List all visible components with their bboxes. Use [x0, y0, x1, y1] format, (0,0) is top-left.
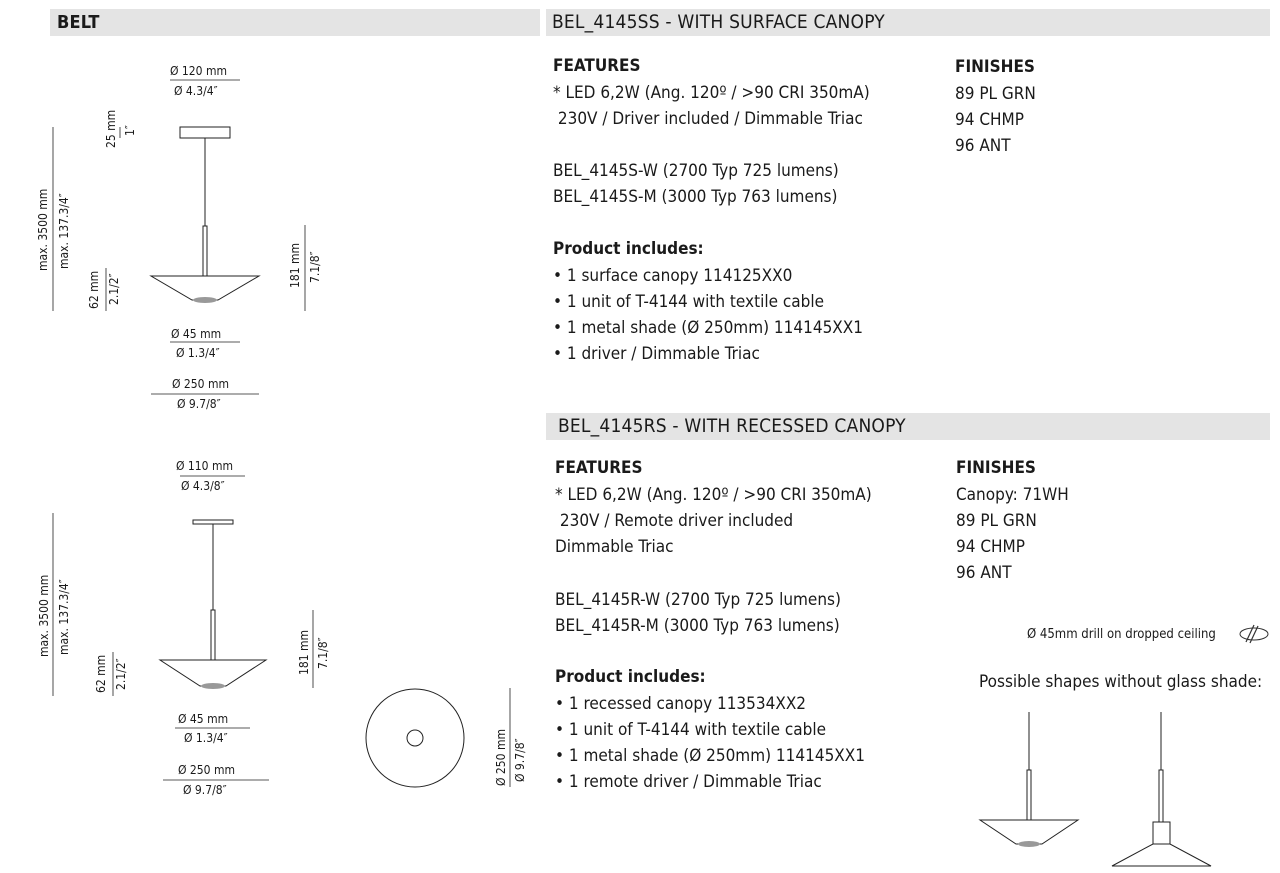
header-bar-recessed [546, 413, 1270, 440]
recessed-finish: Canopy: 71WH [956, 485, 1069, 505]
recessed-hole-dim-in: Ø 1.3/4″ [184, 731, 228, 745]
recessed-version: BEL_4145R-M (3000 Typ 763 lumens) [555, 616, 840, 636]
surface-canopy-height-mm: 25 mm [104, 109, 118, 148]
surface-shade-dim-mm: Ø 250 mm [172, 377, 229, 391]
recessed-include-item: • 1 recessed canopy 113534XX2 [555, 694, 807, 714]
recessed-finishes-heading: FINISHES [956, 458, 1036, 478]
surface-finishes-heading: FINISHES [955, 57, 1035, 77]
header-bar-right [546, 9, 1270, 36]
surface-include-item: • 1 driver / Dimmable Triac [553, 344, 760, 364]
recessed-body-height-in: 7.1/8″ [316, 637, 330, 669]
topview-dim-in: Ø 9.7/8″ [513, 738, 527, 782]
recessed-max-length-mm: max. 3500 mm [37, 574, 51, 657]
recessed-shade-height-mm: 62 mm [94, 654, 108, 693]
recessed-shade-height-in: 2.1/2″ [114, 658, 128, 690]
recessed-feature-line: * LED 6,2W (Ang. 120º / >90 CRI 350mA) [555, 485, 872, 505]
surface-include-item: • 1 surface canopy 114125XX0 [553, 266, 793, 286]
recessed-hole-dim-mm: Ø 45 mm [178, 712, 229, 726]
recessed-version: BEL_4145R-W (2700 Typ 725 lumens) [555, 590, 841, 610]
surface-shade-dim-in: Ø 9.7/8″ [177, 397, 221, 411]
shapes-note: Possible shapes without glass shade: [979, 672, 1263, 692]
recessed-features-heading: FEATURES [555, 458, 643, 478]
surface-feature-line: * LED 6,2W (Ang. 120º / >90 CRI 350mA) [553, 83, 870, 103]
surface-feature-line: 230V / Driver included / Dimmable Triac [553, 109, 863, 129]
recessed-include-item: • 1 metal shade (Ø 250mm) 114145XX1 [555, 746, 865, 766]
surface-canopy-dim-in: Ø 4.3/4″ [174, 84, 218, 98]
possible-shapes-drawing [978, 712, 1212, 867]
surface-canopy-height-in: 1″ [123, 125, 137, 136]
recessed-lamp-drawing [52, 475, 511, 788]
header-bar-left [50, 9, 540, 36]
surface-hole-dim-mm: Ø 45 mm [171, 327, 222, 341]
family-title: BELT [57, 12, 100, 33]
recessed-feature-line: Dimmable Triac [555, 537, 674, 557]
surface-hole-dim-in: Ø 1.3/4″ [176, 346, 220, 360]
surface-finish: 89 PL GRN [955, 84, 1036, 104]
surface-body-height-in: 7.1/8″ [308, 251, 322, 283]
recessed-shade-dim-in: Ø 9.7/8″ [183, 783, 227, 797]
surface-features-heading: FEATURES [553, 56, 641, 76]
surface-include-item: • 1 unit of T-4144 with textile cable [553, 292, 824, 312]
surface-section-title: BEL_4145SS - WITH SURFACE CANOPY [552, 11, 885, 33]
drill-note: Ø 45mm drill on dropped ceiling [1027, 627, 1216, 642]
surface-max-length-in: max. 137.3/4″ [57, 193, 71, 269]
recessed-finish: 94 CHMP [956, 537, 1025, 557]
drill-icon [1239, 624, 1269, 644]
recessed-canopy-dim-in: Ø 4.3/8″ [181, 479, 225, 493]
topview-dim-mm: Ø 250 mm [494, 729, 508, 786]
recessed-finish: 89 PL GRN [956, 511, 1037, 531]
recessed-include-item: • 1 remote driver / Dimmable Triac [555, 772, 822, 792]
surface-shade-height-in: 2.1/2″ [107, 273, 121, 305]
recessed-max-length-in: max. 137.3/4″ [57, 579, 71, 655]
recessed-shade-dim-mm: Ø 250 mm [178, 763, 235, 777]
surface-shade-height-mm: 62 mm [87, 270, 101, 309]
recessed-section-title: BEL_4145RS - WITH RECESSED CANOPY [558, 415, 906, 437]
surface-finish: 96 ANT [955, 136, 1011, 156]
surface-body-height-mm: 181 mm [288, 242, 302, 288]
surface-include-item: • 1 metal shade (Ø 250mm) 114145XX1 [553, 318, 863, 338]
surface-max-length-mm: max. 3500 mm [36, 188, 50, 271]
surface-version: BEL_4145S-W (2700 Typ 725 lumens) [553, 161, 839, 181]
recessed-body-height-mm: 181 mm [297, 629, 311, 675]
recessed-canopy-dim-mm: Ø 110 mm [176, 459, 233, 473]
recessed-finish: 96 ANT [956, 563, 1012, 583]
surface-lamp-drawing [52, 79, 306, 395]
recessed-include-item: • 1 unit of T-4144 with textile cable [555, 720, 826, 740]
surface-includes-heading: Product includes: [553, 239, 704, 259]
recessed-feature-line: 230V / Remote driver included [555, 511, 794, 531]
surface-canopy-dim-mm: Ø 120 mm [170, 64, 227, 78]
surface-finish: 94 CHMP [955, 110, 1024, 130]
recessed-includes-heading: Product includes: [555, 667, 706, 687]
surface-version: BEL_4145S-M (3000 Typ 763 lumens) [553, 187, 838, 207]
